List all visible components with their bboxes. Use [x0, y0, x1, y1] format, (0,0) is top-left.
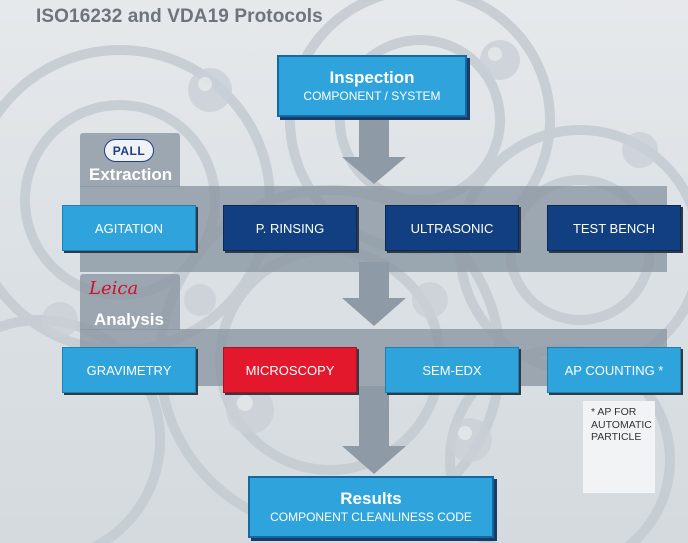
footnote-line: PARTICLE [591, 431, 642, 443]
method-agitation: AGITATION [62, 205, 196, 251]
inspection-subtitle: COMPONENT / SYSTEM [303, 89, 441, 103]
method-ultrasonic: ULTRASONIC [385, 205, 519, 251]
method-gravimetry: GRAVIMETRY [62, 347, 196, 393]
leica-logo: Leica [89, 278, 139, 299]
method-sem-edx: SEM-EDX [385, 347, 519, 393]
page-title: ISO16232 and VDA19 Protocols [36, 6, 323, 27]
inspection-title: Inspection [329, 68, 415, 87]
pall-logo: PALL [104, 139, 154, 162]
footnote-line: * AP FOR [591, 406, 637, 418]
analysis-label: Analysis [94, 310, 164, 329]
extraction-label: Extraction [89, 165, 173, 184]
results-subtitle: COMPONENT CLEANLINESS CODE [270, 510, 472, 524]
method-microscopy: MICROSCOPY [223, 347, 357, 393]
method-test-bench: TEST BENCH [547, 205, 681, 251]
method-ap-counting: AP COUNTING * [547, 347, 681, 393]
footnote-box: * AP FOR AUTOMATIC PARTICLE [583, 401, 655, 493]
inspection-box: Inspection COMPONENT / SYSTEM [277, 55, 467, 117]
footnote-line: AUTOMATIC [591, 418, 652, 431]
results-title: Results [340, 489, 402, 508]
results-box: Results COMPONENT CLEANLINESS CODE [248, 476, 494, 538]
analysis-tab [80, 274, 180, 330]
method-pressure-rinsing: P. RINSING [223, 205, 357, 251]
